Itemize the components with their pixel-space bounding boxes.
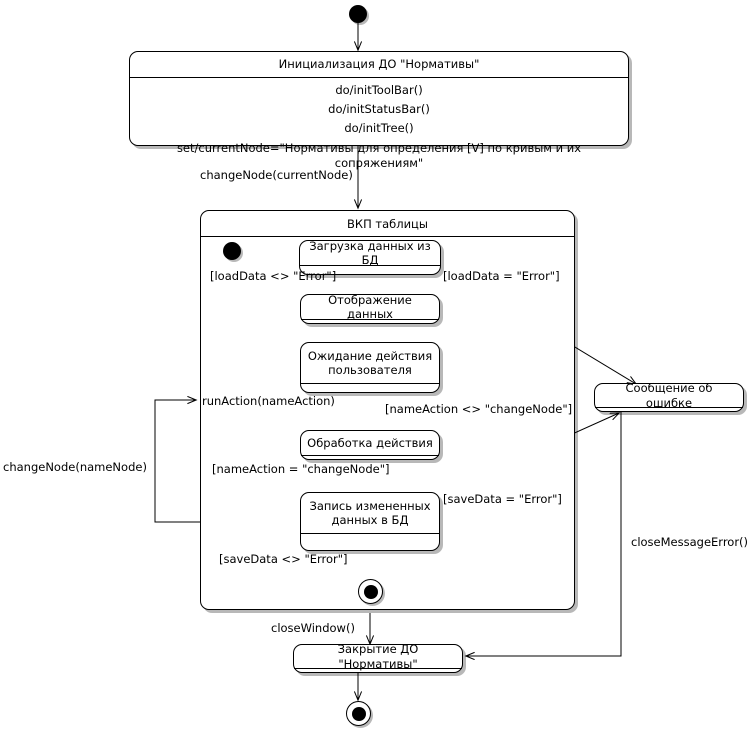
label-close-message-error: closeMessageError() [631,535,749,549]
state-initialization-action-4: set/currentNode="Нормативы для определен… [176,140,582,170]
state-display-data-title: Отображение данных [328,292,412,321]
inner-final-state [358,579,383,604]
state-compartment-separator [595,407,743,408]
state-save-data-title: Запись измененных данных в БД [309,498,431,527]
label-load-error: [loadData = "Error"] [443,269,560,283]
state-compartment-separator [301,533,439,534]
label-change-node-current: changeNode(currentNode) [200,168,353,182]
composite-state-title: ВКП таблицы [201,211,574,237]
label-close-window: closeWindow() [271,621,355,635]
state-compartment-separator [294,668,462,669]
state-wait-user-action-title: Ожидание действия пользователя [307,348,433,377]
label-save-ok: [saveData <> "Error"] [219,552,348,566]
state-error-message-title: Сообщение об ошибке [625,381,713,410]
state-initialization[interactable]: Инициализация ДО "Нормативы" do/initTool… [129,51,629,170]
state-error-message[interactable]: Сообщение об ошибке [594,381,744,412]
state-initialization-title: Инициализация ДО "Нормативы" [278,57,480,72]
label-save-error: [saveData = "Error"] [443,492,562,506]
label-change-node-name: changeNode(nameNode) [3,460,147,474]
state-load-data-title: Загрузка данных из БД [309,238,431,267]
state-compartment-separator [301,455,439,456]
final-state [346,701,371,726]
state-initialization-action-1: do/initToolBar() [335,83,423,97]
state-compartment-separator [130,77,628,78]
state-display-data[interactable]: Отображение данных [300,292,440,324]
inner-initial-state [223,242,241,260]
label-name-action-ne: [nameAction <> "changeNode"] [385,402,573,416]
state-save-data[interactable]: Запись измененных данных в БД [300,492,440,551]
state-wait-user-action[interactable]: Ожидание действия пользователя [300,342,440,393]
state-process-action-title: Обработка действия [307,435,433,450]
state-close-document[interactable]: Закрытие ДО "Нормативы" [293,642,463,673]
final-state-dot [351,706,366,721]
state-initialization-action-2: do/initStatusBar() [328,102,430,117]
state-close-document-title: Закрытие ДО "Нормативы" [337,642,419,671]
state-compartment-separator [301,319,439,320]
label-run-action: runAction(nameAction) [202,394,335,408]
state-initialization-action-3: do/initTree() [344,121,414,136]
label-load-ok: [loadData <> "Error"] [210,269,337,283]
label-name-action-eq: [nameAction = "changeNode"] [212,462,390,476]
state-process-action[interactable]: Обработка действия [300,430,440,460]
final-state-dot [363,584,378,599]
state-compartment-separator [300,265,440,266]
initial-state [349,5,367,23]
state-compartment-separator [301,383,439,384]
state-load-data[interactable]: Загрузка данных из БД [299,238,441,275]
